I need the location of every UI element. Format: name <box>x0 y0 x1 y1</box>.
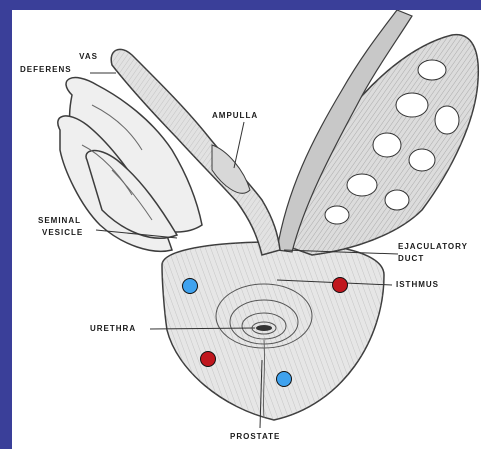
label-vas-deferens-line1: VAS <box>58 52 98 62</box>
marker-blue-left <box>182 278 198 294</box>
marker-red-right <box>332 277 348 293</box>
label-vas-deferens-2: DEFERENS <box>20 65 72 75</box>
marker-red-left <box>200 351 216 367</box>
label-ampulla: AMPULLA <box>212 111 258 121</box>
label-urethra: URETHRA <box>90 324 136 334</box>
label-seminal-vesicle-line1: SEMINAL <box>38 216 81 226</box>
label-ejaculatory-duct-line1: EJACULATORY <box>398 242 468 252</box>
label-seminal-vesicle-line2: VESICLE <box>42 228 83 238</box>
label-isthmus: ISTHMUS <box>396 280 439 290</box>
label-vas-deferens-line2: DEFERENS <box>20 65 72 75</box>
marker-blue-bottom <box>276 371 292 387</box>
label-ejaculatory-duct-line2: DUCT <box>398 254 424 264</box>
illustration-panel: VAS DEFERENS AMPULLA SEMINAL VESICLE EJA… <box>12 10 481 449</box>
leader-ampulla <box>234 122 244 168</box>
label-prostate: PROSTATE <box>230 432 280 442</box>
label-vas-deferens: VAS <box>58 52 98 62</box>
